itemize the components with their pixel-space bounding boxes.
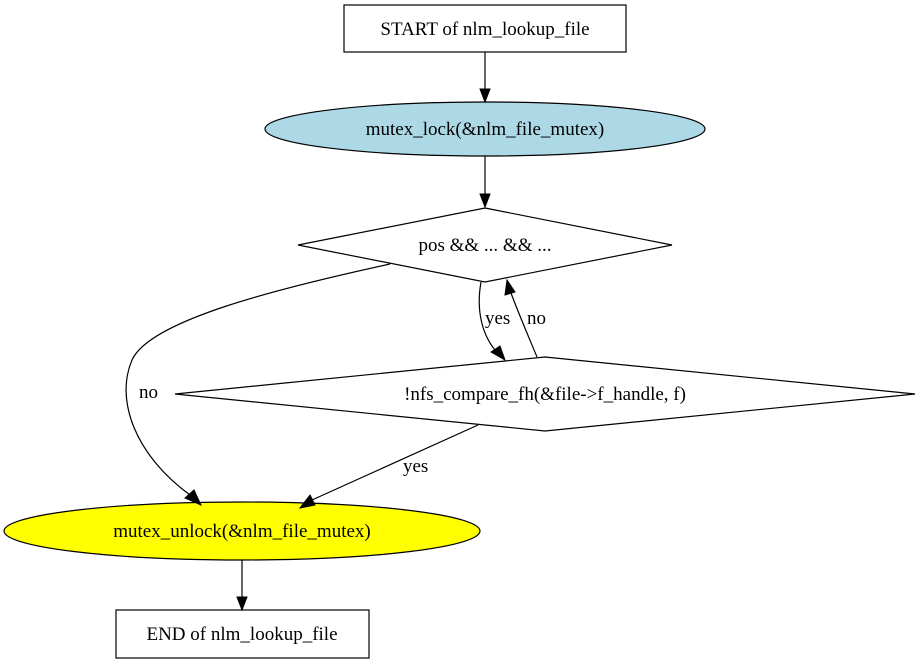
compare-fh-diamond	[174, 356, 916, 432]
edge-compare-no-to-loop-line	[510, 292, 538, 358]
node-loop-condition: pos && ... && ...	[297, 207, 673, 283]
end-box	[115, 609, 370, 659]
edge-unlock-to-end	[236, 560, 248, 612]
edge-unlock-to-end-arrowhead	[236, 596, 248, 612]
edge-compare-yes-to-unlock-arrowhead	[298, 494, 316, 509]
edge-loop-yes-to-compare: yes	[478, 281, 510, 362]
compare-fh-label: !nfs_compare_fh(&file->f_handle, f)	[404, 384, 686, 405]
edge-loop-no-to-unlock: no	[125, 263, 391, 506]
node-mutex-unlock: mutex_unlock(&nlm_file_mutex)	[3, 501, 481, 561]
edge-loop-yes-to-compare-arrowhead	[490, 345, 506, 362]
edge-loop-no-to-unlock-arrowhead	[184, 489, 203, 506]
edge-loop-no-label: no	[139, 382, 158, 403]
mutex-lock-label: mutex_lock(&nlm_file_mutex)	[366, 119, 605, 140]
start-box	[343, 4, 627, 53]
edge-loop-yes-to-compare-line	[478, 281, 496, 351]
edge-loop-no-to-unlock-line	[125, 263, 391, 496]
node-mutex-lock: mutex_lock(&nlm_file_mutex)	[264, 101, 706, 157]
edge-lock-to-loop-arrowhead	[479, 193, 491, 209]
loop-condition-label: pos && ... && ...	[418, 235, 551, 256]
node-compare-fh: !nfs_compare_fh(&file->f_handle, f)	[174, 356, 916, 432]
node-end: END of nlm_lookup_file	[115, 609, 370, 659]
edge-start-to-lock-arrowhead	[479, 88, 491, 104]
edge-start-to-lock	[479, 52, 491, 104]
edge-compare-no-to-loop: no	[504, 278, 546, 358]
edge-compare-no-label: no	[527, 308, 546, 329]
edge-loop-yes-label: yes	[485, 308, 510, 329]
node-start: START of nlm_lookup_file	[343, 4, 627, 53]
edge-compare-no-to-loop-arrowhead	[504, 278, 516, 296]
edge-compare-yes-to-unlock: yes	[298, 424, 479, 509]
edge-compare-yes-label: yes	[403, 456, 428, 477]
loop-condition-diamond	[297, 207, 673, 283]
edge-compare-yes-to-unlock-line	[311, 424, 479, 501]
edge-lock-to-loop	[479, 156, 491, 209]
start-label: START of nlm_lookup_file	[380, 19, 589, 40]
end-label: END of nlm_lookup_file	[146, 624, 337, 645]
mutex-unlock-label: mutex_unlock(&nlm_file_mutex)	[113, 521, 371, 542]
